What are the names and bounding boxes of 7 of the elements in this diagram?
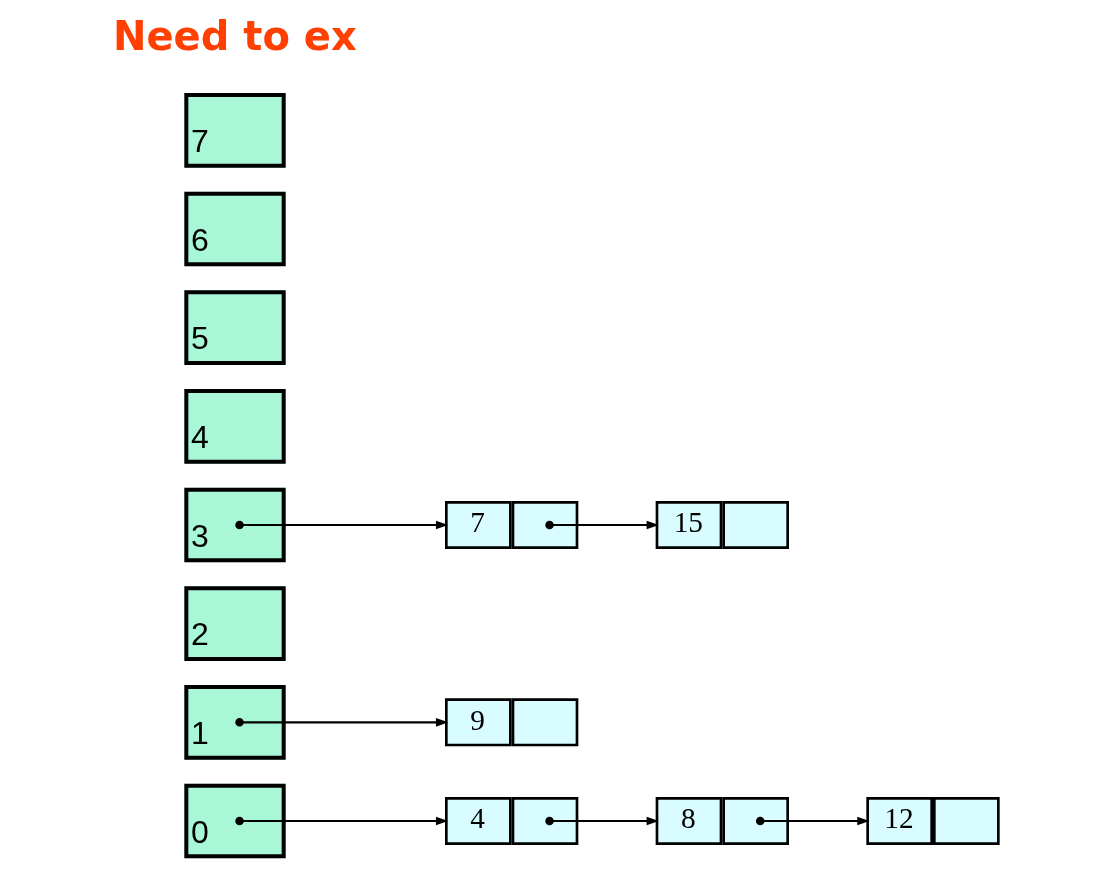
arrow (234, 816, 448, 826)
label: Need to ex (112, 12, 357, 59)
arrow (234, 718, 448, 727)
arrow (544, 816, 659, 826)
arrow (544, 520, 659, 530)
arrow (234, 520, 448, 530)
arrow (755, 816, 870, 826)
